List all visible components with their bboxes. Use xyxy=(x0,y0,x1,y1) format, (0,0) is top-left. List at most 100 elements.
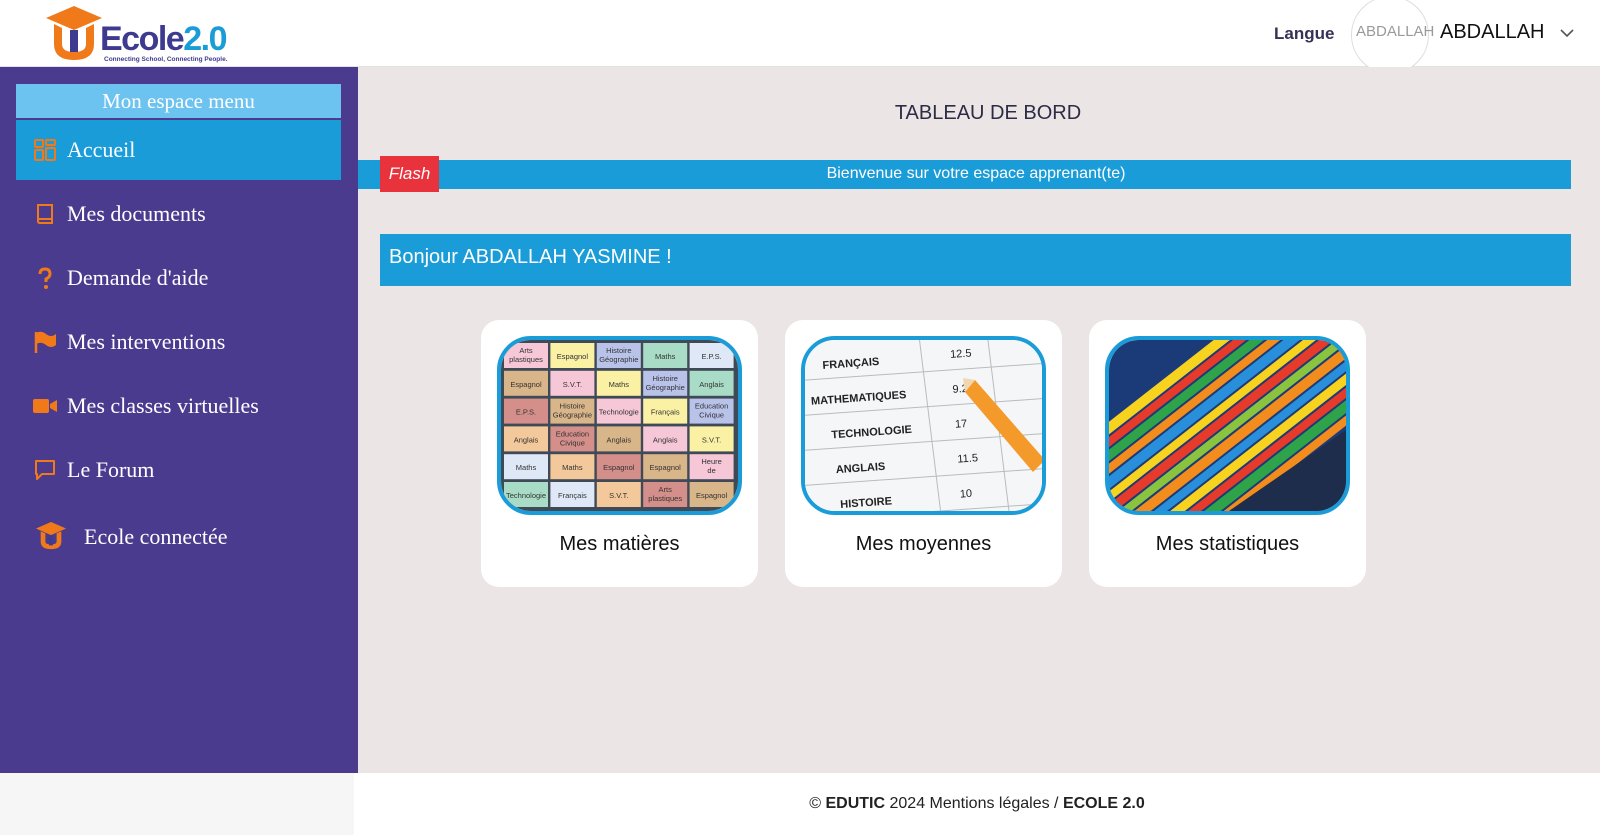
subject-note xyxy=(643,454,688,480)
subject-note-text: Géographie xyxy=(553,411,592,420)
sidebar-item-aide[interactable]: Demande d'aide xyxy=(16,248,341,308)
subject-note-text: Heure xyxy=(701,457,721,466)
grade-value: 17 xyxy=(955,418,968,431)
sidebar-item-classes-virtuelles[interactable]: Mes classes virtuelles xyxy=(16,376,341,436)
subject-note xyxy=(689,426,734,452)
sidebar: Mon espace menu Accueil Mes documents De… xyxy=(0,67,358,773)
footer-text: © EDUTIC 2024 Mentions légales / ECOLE 2… xyxy=(809,795,1145,812)
dashboard-icon xyxy=(34,139,56,161)
subject-note-text: E.P.S. xyxy=(516,408,536,417)
grade-subject: ANGLAIS xyxy=(835,461,885,476)
pencil-body xyxy=(965,380,1042,472)
avatar-alt-text: ABDALLAH xyxy=(1356,23,1435,40)
sidebar-item-label: Accueil xyxy=(67,137,136,162)
subject-note xyxy=(504,482,548,507)
footer-company-link[interactable]: EDUTIC xyxy=(825,795,886,812)
greeting-banner: Bonjour ABDALLAH YASMINE ! xyxy=(380,234,1571,286)
language-selector[interactable]: Langue xyxy=(1274,24,1335,43)
subject-note-text: Technologie xyxy=(599,408,639,417)
subject-note-text: Anglais xyxy=(653,435,678,444)
subject-note-text: Maths xyxy=(516,463,537,472)
subject-note-text: Anglais xyxy=(514,435,539,444)
subject-note-text: Education xyxy=(695,402,728,411)
card-label: Mes matières xyxy=(559,533,680,555)
sidebar-item-documents[interactable]: Mes documents xyxy=(16,184,341,244)
subject-note xyxy=(550,454,595,480)
sidebar-item-ecole-connectee[interactable]: Ecole connectée xyxy=(16,507,341,567)
subject-note-text: Arts xyxy=(519,346,533,355)
page-title: TABLEAU DE BORD xyxy=(894,102,1082,124)
subject-note-text: S.V.T. xyxy=(609,491,628,500)
grade-row-line xyxy=(805,362,1042,382)
chevron-down-icon[interactable] xyxy=(1560,28,1574,38)
main-content: TABLEAU DE BORD Bienvenue sur votre espa… xyxy=(358,67,1600,773)
footer-legal-link[interactable]: 2024 Mentions légales / xyxy=(889,795,1059,812)
subject-note xyxy=(596,398,641,424)
sidebar-item-forum[interactable]: Le Forum xyxy=(16,440,341,500)
sidebar-item-label: Mes interventions xyxy=(67,329,226,354)
subject-note xyxy=(550,398,595,424)
subject-note-text: Espagnol xyxy=(650,463,682,472)
subject-note xyxy=(643,426,688,452)
subject-note-text: E.P.S. xyxy=(701,352,721,361)
subject-note-text: Espagnol xyxy=(696,491,728,500)
user-name[interactable]: ABDALLAH xyxy=(1440,21,1545,43)
subject-note-text: Anglais xyxy=(606,435,631,444)
subject-note-text: plastiques xyxy=(509,355,543,364)
subject-note xyxy=(689,343,734,368)
subject-note-text: Espagnol xyxy=(510,380,542,389)
subject-note xyxy=(689,398,734,424)
subject-note xyxy=(596,426,641,452)
grade-subject: TECHNOLOGIE xyxy=(831,424,912,442)
subject-note-text: Maths xyxy=(562,463,583,472)
subject-note xyxy=(643,370,688,396)
flash-badge: Flash xyxy=(380,156,439,192)
ecole-logo[interactable]: Ecole2.0 Connecting School, Connecting P… xyxy=(44,4,244,64)
logo-tagline: Connecting School, Connecting People. xyxy=(104,56,228,63)
subject-note-text: Maths xyxy=(609,380,630,389)
sidebar-item-label: Mes classes virtuelles xyxy=(67,393,259,418)
question-icon xyxy=(38,267,52,289)
grade-subject: HISTOIRE xyxy=(840,495,892,511)
subject-note-text: de xyxy=(707,466,715,475)
subject-note xyxy=(504,398,548,424)
subject-note-text: S.V.T. xyxy=(702,435,721,444)
video-camera-icon xyxy=(33,399,57,413)
chat-icon xyxy=(35,460,55,480)
subject-note-text: Anglais xyxy=(699,380,724,389)
subject-note-text: Histoire xyxy=(606,346,631,355)
flag-icon xyxy=(34,331,56,353)
book-icon xyxy=(37,204,53,224)
subject-note-text: Civique xyxy=(560,438,585,447)
sidebar-item-label: Le Forum xyxy=(67,457,155,482)
grade-value: 11.5 xyxy=(957,452,978,465)
subject-note-text: Français xyxy=(558,491,587,500)
subject-note-text: plastiques xyxy=(648,494,682,503)
colored-folders-image xyxy=(1105,336,1350,515)
grade-subject: FRANÇAIS xyxy=(822,356,880,372)
subject-note-text: Maths xyxy=(655,352,676,361)
card-label: Mes moyennes xyxy=(855,533,992,555)
sidebar-item-label: Mes documents xyxy=(67,201,206,226)
subject-note xyxy=(504,454,548,480)
subject-note xyxy=(689,454,734,480)
subject-note-text: Technologie xyxy=(506,491,546,500)
subject-note-text: Civique xyxy=(699,411,724,420)
subject-note xyxy=(550,370,595,396)
flash-message: Bienvenue sur votre espace apprenant(te) xyxy=(826,165,1126,182)
subject-note-text: Espagnol xyxy=(557,352,589,361)
subject-note-text: Education xyxy=(556,429,589,438)
pencil-tip xyxy=(963,378,975,392)
sidebar-item-interventions[interactable]: Mes interventions xyxy=(16,312,341,372)
card-mes-statistiques[interactable]: Mes statistiques xyxy=(1089,320,1366,587)
sidebar-item-accueil[interactable]: Accueil xyxy=(16,120,341,180)
flash-bar xyxy=(358,160,1571,189)
subject-note xyxy=(550,482,595,507)
footer-left-panel xyxy=(0,773,354,835)
subject-note xyxy=(596,482,641,507)
graduation-cap-icon xyxy=(36,521,66,550)
